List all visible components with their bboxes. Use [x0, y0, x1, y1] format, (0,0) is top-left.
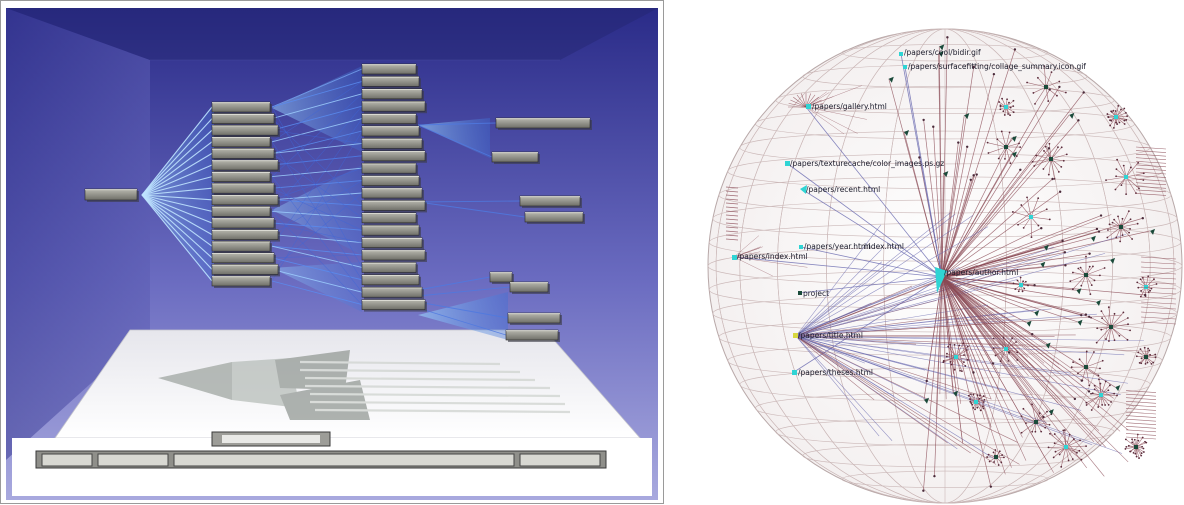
level3-node[interactable]: [491, 151, 540, 164]
level2-node[interactable]: [361, 150, 427, 163]
node-index[interactable]: /papers/index.html: [732, 252, 808, 261]
cone-tree-view: [0, 0, 664, 504]
graph-nodes: [888, 36, 1156, 492]
node-year[interactable]: /papers/year.html index.html: [799, 242, 904, 251]
level1-node[interactable]: [211, 240, 272, 254]
level2-node[interactable]: [361, 162, 418, 176]
level2-node[interactable]: [361, 175, 421, 188]
node-surfacefitting[interactable]: /papers/surfacefitting/collage_summary.i…: [903, 62, 1086, 71]
graph-edges: [733, 37, 1151, 491]
root-node[interactable]: [84, 188, 139, 202]
cone-root: [142, 103, 214, 285]
level2-node[interactable]: [361, 125, 421, 138]
node-texturecache[interactable]: /papers/texturecache/color_images.ps.gz: [785, 159, 944, 168]
bottom-toolbar: [35, 450, 607, 469]
level3-node[interactable]: [505, 329, 560, 342]
svg-text:/papers/recent.html: /papers/recent.html: [806, 185, 880, 194]
level2-node[interactable]: [361, 286, 424, 300]
level1-node[interactable]: [211, 275, 272, 288]
level2-node[interactable]: [361, 113, 418, 126]
node-recent[interactable]: /papers/recent.html: [800, 185, 880, 194]
level2-node[interactable]: [361, 100, 427, 114]
level1-node[interactable]: [211, 229, 280, 242]
level2-node[interactable]: [361, 249, 427, 262]
svg-text:/papers/author.html: /papers/author.html: [944, 268, 1018, 277]
level3-node[interactable]: [519, 195, 582, 208]
level2-node[interactable]: [361, 200, 427, 213]
level3-node[interactable]: [507, 312, 562, 325]
level1-node[interactable]: [211, 252, 276, 265]
level2-node[interactable]: [361, 274, 421, 287]
level1-node[interactable]: [211, 124, 280, 138]
level2-node[interactable]: [361, 212, 418, 225]
level2-node[interactable]: [361, 299, 427, 312]
level3-node[interactable]: [495, 117, 592, 130]
node-project[interactable]: project: [798, 289, 829, 298]
toolbar-button-last[interactable]: [519, 453, 601, 467]
svg-text:/papers/title.html: /papers/title.html: [798, 331, 863, 340]
svg-text:/papers/gallery.html: /papers/gallery.html: [812, 102, 887, 111]
svg-text:project: project: [803, 289, 829, 298]
level3-node[interactable]: [524, 211, 585, 224]
level2-node[interactable]: [361, 138, 424, 151]
level1-node[interactable]: [211, 159, 280, 172]
level3-node[interactable]: [489, 271, 514, 284]
tree-nodes: [84, 63, 592, 342]
svg-text:/papers/year.html: /papers/year.html: [804, 242, 870, 251]
svg-text:index.html: index.html: [864, 242, 904, 251]
svg-text:/papers/texturecache/color_ima: /papers/texturecache/color_images.ps.gz: [790, 159, 944, 168]
sphere-grid: [707, 28, 1183, 504]
svg-text:/papers/index.html: /papers/index.html: [737, 252, 808, 261]
toolbar-button-second[interactable]: [97, 453, 169, 467]
node-theses[interactable]: /papers/theses.html: [792, 368, 873, 377]
toolbar-button-first[interactable]: [41, 453, 93, 467]
level1-node[interactable]: [211, 217, 276, 230]
tree-edges: [141, 68, 526, 336]
level1-node[interactable]: [211, 206, 272, 219]
svg-text:/papers/cool/bidir.gif: /papers/cool/bidir.gif: [904, 48, 981, 57]
level1-node[interactable]: [211, 113, 276, 126]
node-gallery[interactable]: /papers/gallery.html: [806, 102, 887, 111]
node-author[interactable]: /papers/author.html: [935, 267, 1018, 293]
toolbar-input-field[interactable]: [173, 453, 515, 467]
level2-node[interactable]: [361, 88, 424, 101]
level3-node[interactable]: [509, 281, 550, 294]
hyperbolic-sphere-view: /papers/cool/bidir.gif /papers/surfacefi…: [707, 28, 1183, 504]
room-left-wall: [6, 8, 150, 460]
level1-node[interactable]: [211, 171, 272, 184]
viewer-label-box: [211, 431, 331, 447]
level1-node[interactable]: [211, 101, 272, 114]
leaf-clusters: [725, 65, 1177, 468]
node-cool-bidir[interactable]: /papers/cool/bidir.gif: [899, 48, 981, 57]
level2-node[interactable]: [361, 63, 418, 76]
level1-node[interactable]: [211, 264, 280, 277]
level1-node[interactable]: [211, 148, 276, 161]
level2-node[interactable]: [361, 237, 424, 250]
svg-text:/papers/surfacefitting/collage: /papers/surfacefitting/collage_summary.i…: [908, 62, 1086, 71]
level1-node[interactable]: [211, 194, 280, 207]
level2-node[interactable]: [361, 187, 424, 200]
level2-node[interactable]: [361, 262, 418, 275]
level1-node[interactable]: [211, 182, 276, 196]
level2-node[interactable]: [361, 224, 421, 238]
room-ceiling: [6, 8, 658, 60]
level2-node[interactable]: [361, 76, 421, 89]
floor-shadow: [158, 350, 571, 420]
node-title[interactable]: /papers/title.html: [793, 331, 863, 340]
svg-text:/papers/theses.html: /papers/theses.html: [798, 368, 873, 377]
level1-node[interactable]: [211, 136, 272, 149]
